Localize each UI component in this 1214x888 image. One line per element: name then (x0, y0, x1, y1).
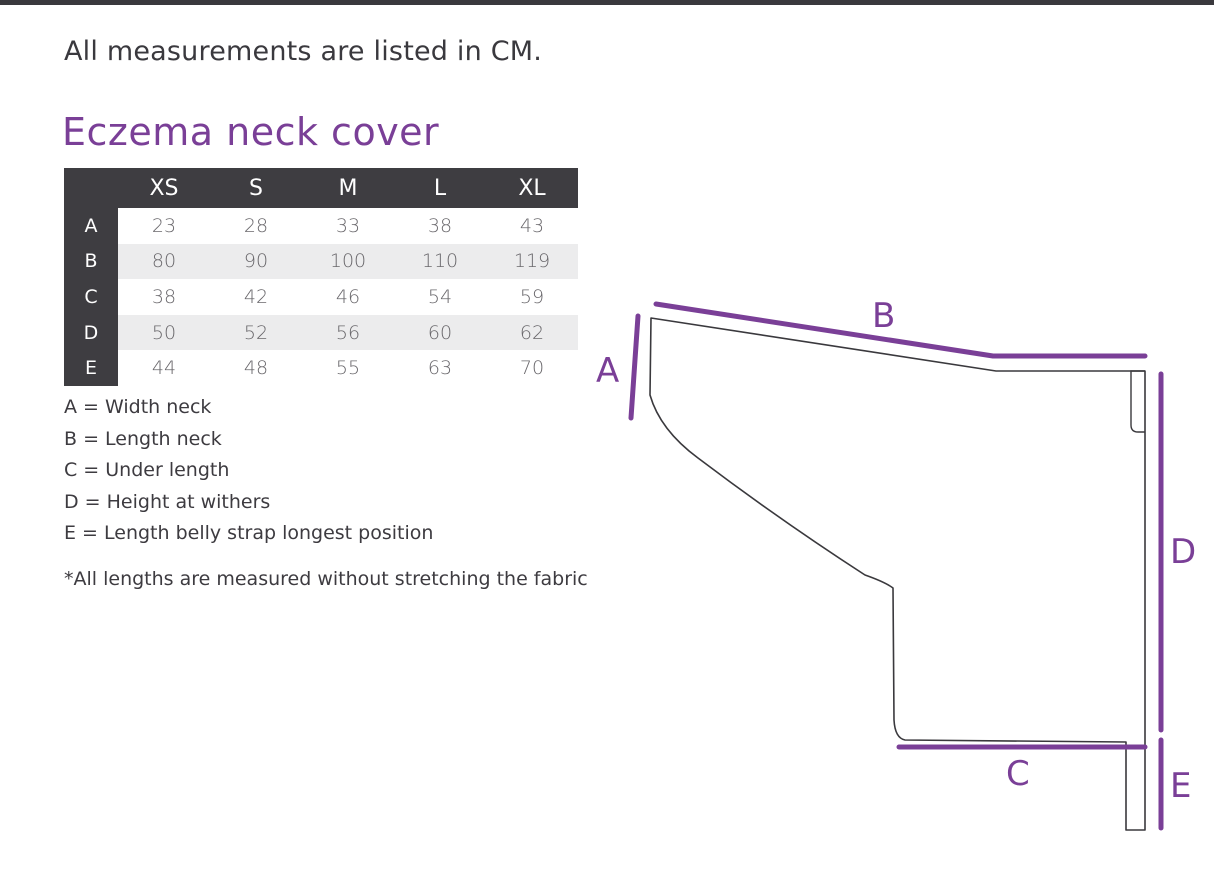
dimension-label-a: A (596, 351, 619, 391)
legend-item-c: C = Under length (64, 459, 230, 481)
garment-outline (649, 317, 1146, 831)
table-cell: 55 (335, 357, 361, 380)
row-header: D (64, 314, 118, 351)
table-cell: 56 (302, 314, 394, 351)
measurement-legend: A = Width neck B = Length neck C = Under… (64, 394, 433, 552)
legend-item-d: D = Height at withers (64, 490, 271, 513)
table-cell: 62 (486, 314, 578, 351)
table-row: C 38 42 46 54 59 (64, 279, 578, 315)
table-cell: 100 (302, 243, 394, 280)
top-bar (0, 0, 1214, 5)
table-cell: 52 (210, 314, 302, 351)
dimension-label-e: E (1170, 766, 1191, 806)
dimension-line-b (653, 301, 1148, 359)
table-cell: 90 (210, 243, 302, 280)
table-cell: 60 (394, 314, 486, 351)
legend-item-a: A = Width neck (64, 396, 212, 418)
garment-fold-line (1130, 370, 1145, 433)
table-cell: 28 (243, 214, 269, 237)
dimension-label-c: C (1006, 754, 1030, 794)
dimension-line-a (628, 313, 641, 421)
page-title: Eczema neck cover (62, 110, 440, 154)
table-cell: 48 (243, 357, 269, 380)
table-cell: 50 (118, 314, 210, 351)
row-header: A (64, 208, 118, 244)
table-cell: 119 (486, 243, 578, 280)
dimension-label-d: D (1170, 532, 1196, 572)
table-cell: 38 (151, 285, 177, 308)
table-cell: 42 (243, 285, 269, 308)
table-cell: 23 (151, 214, 177, 237)
table-cell: 110 (394, 243, 486, 280)
legend-item-b: B = Length neck (64, 427, 222, 450)
column-header: L (394, 168, 486, 208)
table-row: A 23 28 33 38 43 (64, 208, 578, 244)
table-cell: 63 (427, 357, 453, 380)
row-header: E (64, 350, 118, 386)
size-table-header: XS S M L XL (64, 168, 578, 208)
column-header: S (210, 168, 302, 208)
table-cell: 43 (519, 214, 545, 237)
table-cell: 70 (519, 357, 545, 380)
column-header: XL (486, 168, 578, 208)
table-cell: 33 (335, 214, 361, 237)
table-cell: 54 (427, 285, 453, 308)
row-header: B (64, 243, 118, 280)
intro-text: All measurements are listed in CM. (64, 36, 543, 67)
table-cell: 38 (427, 214, 453, 237)
legend-item-e: E = Length belly strap longest position (64, 522, 434, 544)
column-header: M (302, 168, 394, 208)
column-header: XS (118, 168, 210, 208)
table-cell: 59 (519, 285, 545, 308)
table-row: D 50 52 56 60 62 (64, 314, 578, 351)
table-cell: 80 (118, 243, 210, 280)
table-cell: 46 (335, 285, 361, 308)
table-row: E 44 48 55 63 70 (64, 350, 578, 386)
table-cell: 44 (151, 357, 177, 380)
size-table: XS S M L XL A 23 28 33 38 43 B 80 90 100… (64, 168, 578, 386)
footnote: *All lengths are measured without stretc… (64, 568, 588, 590)
row-header: C (64, 279, 118, 315)
table-corner (64, 168, 118, 208)
table-row: B 80 90 100 110 119 (64, 243, 578, 280)
dimension-label-b: B (872, 296, 895, 336)
